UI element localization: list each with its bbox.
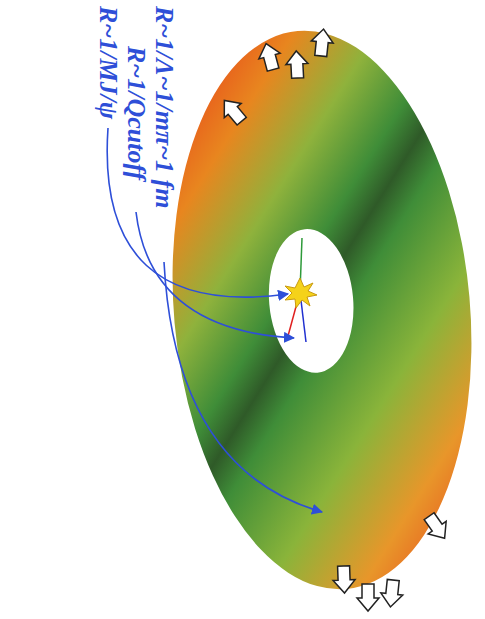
emission-arrows [216, 28, 454, 611]
scale-label: R~1/Qcutoff [122, 46, 150, 180]
scale-label: R~1/MJ/ψ [94, 6, 122, 119]
collision-star [285, 278, 317, 308]
fireball-ring [150, 18, 485, 602]
leader-lines [107, 128, 322, 512]
scale-label: R~1/Λ~1/mπ~1 fm [150, 6, 178, 208]
